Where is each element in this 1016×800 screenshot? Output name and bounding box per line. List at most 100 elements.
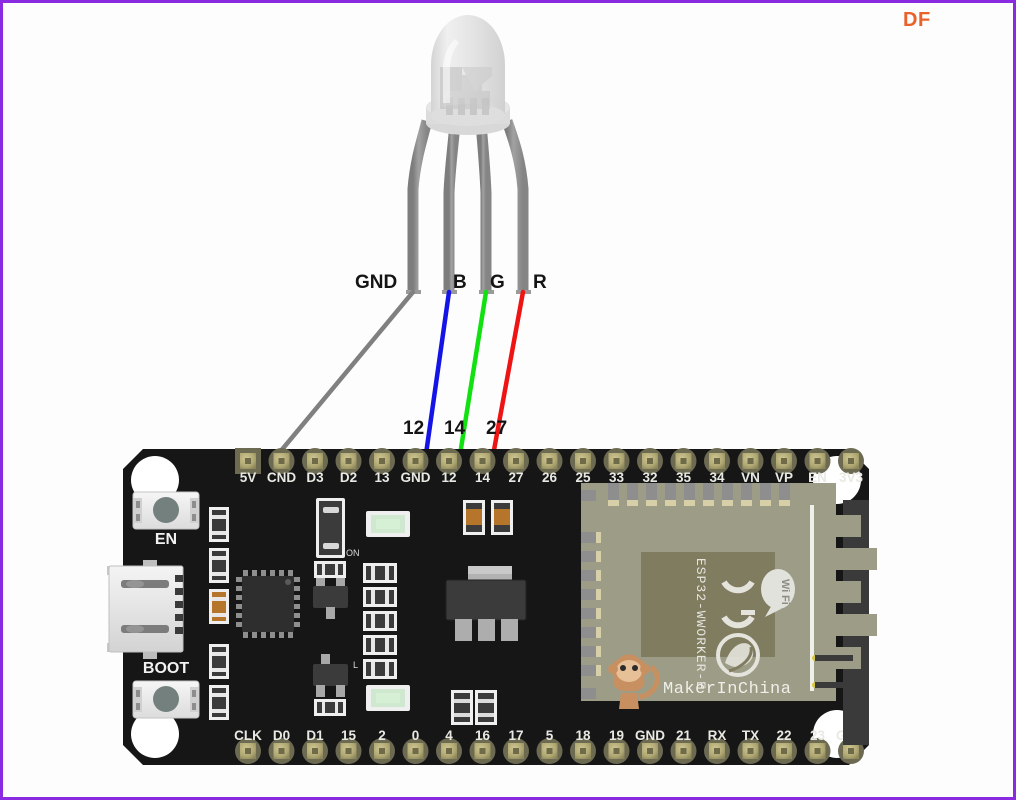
pcb-antenna [810,500,877,745]
header-pin-bottom-gnd[interactable] [637,738,663,764]
header-pin-bottom-label: 2 [378,728,386,743]
header-pin-bottom-2[interactable] [369,738,395,764]
header-pin-bottom-label: D1 [306,728,324,743]
header-pin-bottom-19[interactable] [603,738,630,764]
header-pin-bottom-label: 23 [810,728,826,743]
header-pin-bottom-d1[interactable] [302,738,328,764]
header-pin-bottom-tx[interactable] [737,738,764,764]
header-pin-top-label: 12 [441,470,456,485]
header-pin-bottom-label: TX [742,728,759,743]
header-pin-bottom-label: 5 [546,728,554,743]
header-pin-bottom-16[interactable] [469,738,496,764]
header-pin-top-label: 26 [542,470,558,485]
left-resistor-column [209,507,229,720]
header-pin-top-label: GND [401,470,431,485]
header-pin-top-34[interactable] [704,448,730,474]
header-pin-bottom-18[interactable] [570,738,596,764]
module-part-number: ESP32-WWORKER-E [693,558,708,690]
wires [272,289,526,464]
header-pin-top-label: 34 [709,470,725,485]
center-resistor-stack [363,563,397,679]
header-pin-bottom-17[interactable] [503,738,529,764]
monkey-mascot-icon [608,654,660,709]
wire-label-gnd: GND [355,272,397,293]
boot-button-label: BOOT [143,660,189,677]
wire-pin-number-14: 14 [444,418,466,439]
wire-pin-number-12: 12 [403,418,424,439]
led-legs [406,119,531,294]
capacitor-pair-bottom [451,690,497,725]
header-pin-top-d2[interactable] [335,448,362,474]
header-pin-top-d3[interactable] [302,448,328,474]
module-vendor-text: MakerInChina [663,680,791,699]
header-pin-bottom-label: 22 [776,728,791,743]
header-pin-bottom-5[interactable] [536,738,563,764]
micro-usb-connector [107,560,184,659]
wire-red-r [489,289,526,464]
header-pin-top-3v3[interactable] [838,448,864,474]
header-pin-bottom-clk[interactable] [235,738,261,764]
header-pin-bottom-label: 15 [341,728,357,743]
status-led-bottom [366,685,410,711]
header-pin-top-26[interactable] [536,448,563,474]
header-pin-top-35[interactable] [670,448,697,474]
header-pin-top-cnd[interactable] [268,448,295,474]
esp32-module: ESP32-WWORKER-E Wi Fi [581,483,877,745]
header-pin-bottom-label: 19 [609,728,624,743]
header-pin-top-gnd[interactable] [402,448,429,474]
header-pin-bottom-label: D0 [273,728,290,743]
header-pin-top-label: 32 [642,470,657,485]
rgb-led-component [406,15,531,294]
header-pin-bottom-22[interactable] [771,738,797,764]
header-pin-bottom-label: 17 [508,728,523,743]
header-pin-top-25[interactable] [570,448,596,474]
header-pin-bottom-23[interactable] [804,738,831,764]
transistor-lower [313,654,348,697]
header-pin-top-label: 33 [609,470,625,485]
en-button-label: EN [155,531,177,548]
header-pin-top-14[interactable] [469,448,496,474]
capacitor-pair-top [463,500,513,535]
header-pin-top-en[interactable] [804,448,831,474]
en-button[interactable] [132,491,200,530]
header-pin-top-27[interactable] [503,448,529,474]
header-pin-top-label: 5V [240,470,257,485]
header-pin-top-label: 27 [508,470,523,485]
header-pin-top-32[interactable] [637,448,663,474]
wire-label-g: G [490,272,505,293]
header-pin-top-label: 13 [374,470,390,485]
resistor-upper-small [314,561,346,578]
header-pin-bottom-label: 18 [575,728,591,743]
header-pin-bottom-d0[interactable] [268,738,295,764]
ce-mark-icon [721,580,755,629]
header-pin-top-33[interactable] [603,448,630,474]
header-pin-top-vn[interactable] [737,448,764,474]
header-pin-bottom-label: 0 [412,728,420,743]
header-pin-bottom-15[interactable] [335,738,362,764]
header-pin-bottom-0[interactable] [402,738,429,764]
header-pin-top-label: VP [775,470,793,485]
wire-gnd [272,289,416,461]
header-pin-bottom-rx[interactable] [704,738,730,764]
power-slide-switch[interactable] [316,498,345,558]
header-pin-top-label: EN [808,470,827,485]
header-pin-top-13[interactable] [369,448,395,474]
header-pin-top-label: 3V3 [839,470,864,485]
header-pin-top-5v[interactable] [235,448,261,474]
header-pin-bottom-4[interactable] [436,738,462,764]
wifi-text-1: Wi [779,579,791,592]
transistor-l-label: L [353,660,358,670]
voltage-regulator [445,566,527,641]
header-pin-top-vp[interactable] [771,448,797,474]
header-pin-bottom-label: GND [635,728,665,743]
header-pin-bottom-label: CLK [234,728,262,743]
power-led-top [366,511,410,537]
header-pin-bottom-label: RX [708,728,727,743]
wire-label-r: R [533,272,547,293]
header-pin-bottom-21[interactable] [670,738,697,764]
header-pin-top-12[interactable] [436,448,462,474]
boot-button[interactable] [132,680,200,719]
